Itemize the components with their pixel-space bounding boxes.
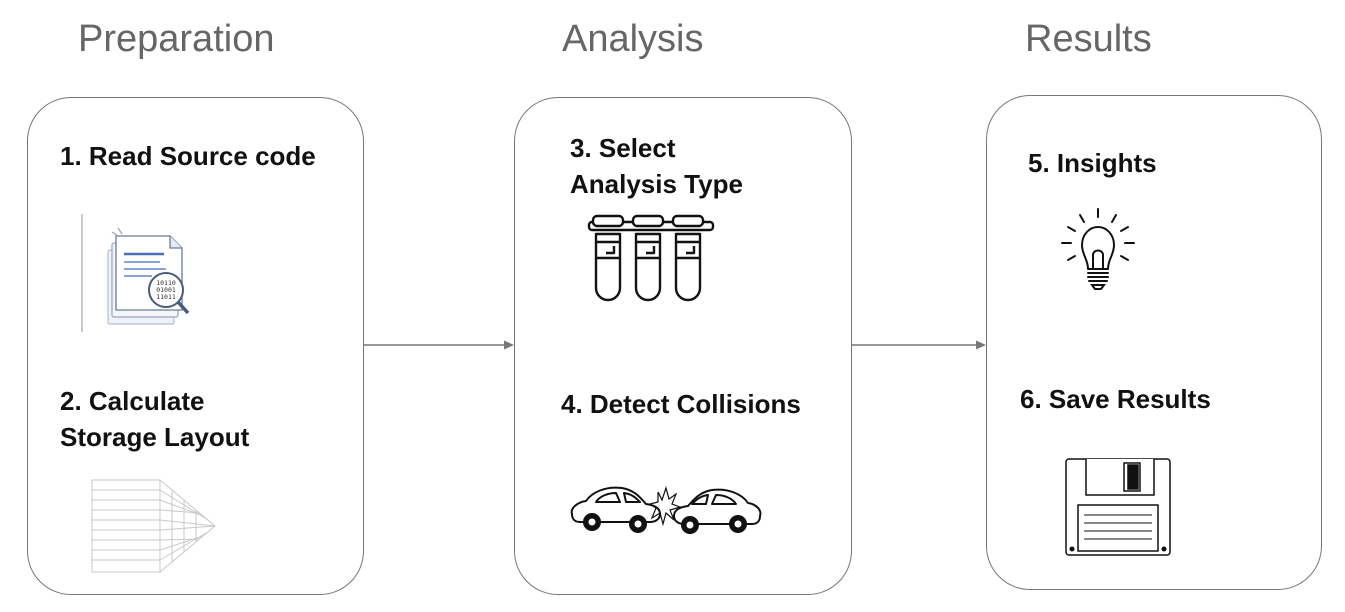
results-panel <box>986 95 1322 590</box>
lightbulb-icon <box>1061 208 1135 290</box>
step-2-label: 2. Calculate Storage Layout <box>60 383 249 455</box>
binary-line-1: 10110 <box>156 279 176 287</box>
step-6-label: 6. Save Results <box>1020 381 1211 417</box>
floppy-disk-icon <box>1065 458 1171 556</box>
step-2-line-2: Storage Layout <box>60 422 250 452</box>
step-3-line-2: Analysis Type <box>570 169 743 199</box>
step-5-line: 5. Insights <box>1028 148 1157 178</box>
binary-line-2: 01001 <box>156 286 176 294</box>
arrow-analysis-to-results <box>852 340 986 350</box>
arrow-preparation-to-analysis <box>364 340 514 350</box>
stage-title-preparation: Preparation <box>78 18 275 60</box>
binary-line-3: 11011 <box>156 293 176 301</box>
step-6-line: 6. Save Results <box>1020 384 1211 414</box>
step-4-line: 4. Detect Collisions <box>561 389 801 419</box>
filter-cartridges-icon <box>587 214 715 302</box>
step-2-line-1: 2. Calculate <box>60 386 205 416</box>
car-collision-icon <box>570 485 762 534</box>
step-3-label: 3. Select Analysis Type <box>570 130 743 202</box>
document-binary-search-icon: 10110 01001 11011 <box>81 214 190 332</box>
step-4-label: 4. Detect Collisions <box>561 386 801 422</box>
table-grid-icon <box>91 479 216 573</box>
step-3-line-1: 3. Select <box>570 133 676 163</box>
step-1-label: 1. Read Source code <box>60 138 316 174</box>
stage-title-results: Results <box>1025 18 1152 60</box>
step-5-label: 5. Insights <box>1028 145 1157 181</box>
stage-title-analysis: Analysis <box>562 18 704 60</box>
step-1-line: 1. Read Source code <box>60 141 316 171</box>
